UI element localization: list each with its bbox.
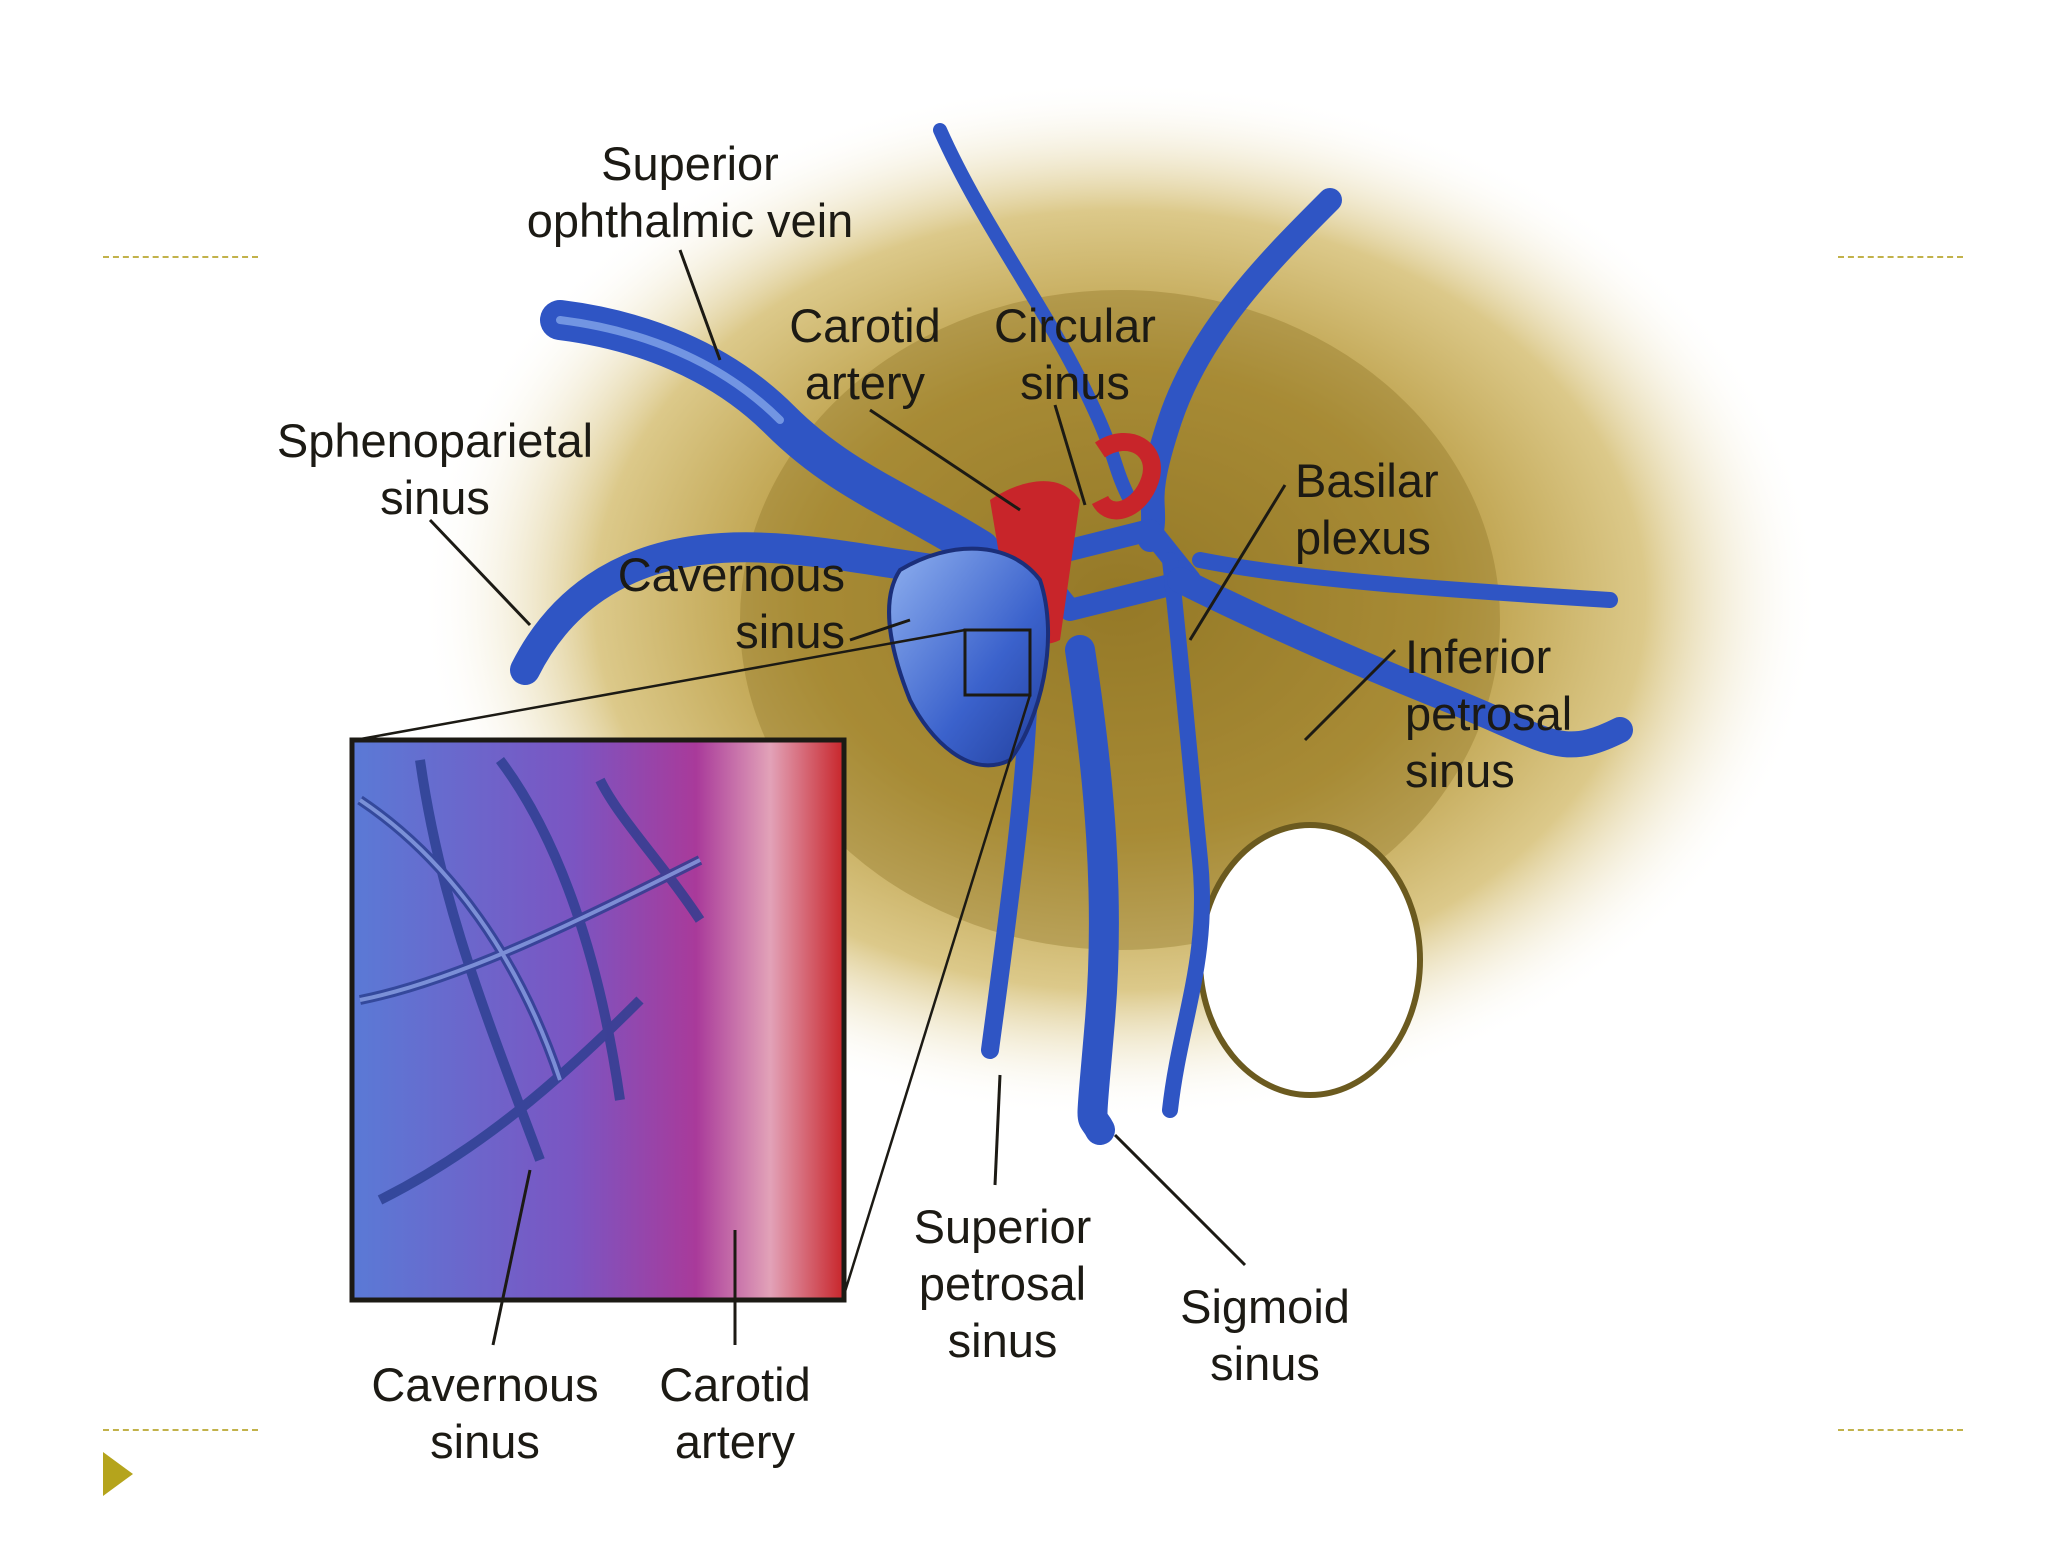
leader-inset-cavernous-sinus xyxy=(491,1169,532,1346)
triangle-right-icon xyxy=(103,1452,133,1496)
label-inferior-petrosal-sinus: Inferior petrosal sinus xyxy=(1405,630,1573,797)
label-inset-cavernous-sinus: Cavernous sinus xyxy=(371,1358,599,1468)
sphenoparietal-sinus xyxy=(510,532,955,685)
lateral-vein xyxy=(1192,552,1618,608)
trabecula xyxy=(595,777,705,923)
trabecula-highlight xyxy=(359,858,701,1002)
trabecula xyxy=(377,996,644,1205)
leader-superior-petrosal-sinus xyxy=(993,1074,1002,1186)
bottom-right-divider xyxy=(1838,1429,1963,1431)
inset-detail xyxy=(349,737,847,1303)
inset-frame xyxy=(349,737,847,1303)
leader-sphenoparietal-sinus xyxy=(428,518,532,627)
label-inset-carotid-artery: Carotid artery xyxy=(659,1358,811,1468)
label-basilar-plexus: Basilar plexus xyxy=(1295,454,1439,564)
inferior-petrosal-sinus-vein xyxy=(1167,567,1633,758)
leader-cavernous-sinus xyxy=(849,618,911,642)
foramen-magnum xyxy=(1197,822,1423,1098)
trabecula xyxy=(415,759,545,1162)
leader-circular-sinus xyxy=(1053,404,1087,506)
leader-sigmoid-sinus xyxy=(1113,1133,1247,1267)
carotid-artery-loop xyxy=(1091,432,1161,520)
label-carotid-artery: Carotid artery xyxy=(789,299,941,409)
trabecula xyxy=(495,757,625,1101)
basilar-plexus-vein xyxy=(1162,552,1210,1118)
bottom-left-divider xyxy=(103,1429,258,1431)
left-upper-vein xyxy=(933,123,1137,507)
skull-base-center xyxy=(740,290,1500,950)
leader-lines xyxy=(428,249,1397,1346)
label-sphenoparietal-sinus: Sphenoparietal sinus xyxy=(276,414,594,524)
label-circular-sinus: Circular sinus xyxy=(994,299,1156,409)
sigmoid-sinus-vein xyxy=(1065,635,1119,1145)
label-sigmoid-sinus: Sigmoid sinus xyxy=(1180,1280,1350,1390)
leader-carotid-artery xyxy=(869,408,1021,512)
inset-trabeculae-highlight xyxy=(358,798,701,1081)
zoom-line-top xyxy=(354,628,966,742)
label-superior-petrosal-sinus: Superior petrosal sinus xyxy=(913,1200,1092,1367)
right-upper-vein xyxy=(1138,188,1342,552)
trabecula-highlight xyxy=(358,798,562,1081)
leader-inferior-petrosal-sinus xyxy=(1303,648,1397,742)
top-right-divider xyxy=(1838,256,1963,258)
top-left-divider xyxy=(103,256,258,258)
leader-basilar-plexus xyxy=(1188,484,1287,641)
label-superior-ophthalmic-vein: Superior ophthalmic vein xyxy=(526,137,854,247)
zoom-line-bottom xyxy=(841,694,1032,1299)
label-cavernous-sinus: Cavernous sinus xyxy=(617,548,845,658)
vein-highlight xyxy=(556,316,784,424)
inset-source-box xyxy=(963,628,1032,697)
leader-superior-ophthalmic-vein xyxy=(678,249,722,361)
venous-network xyxy=(510,123,1633,1145)
